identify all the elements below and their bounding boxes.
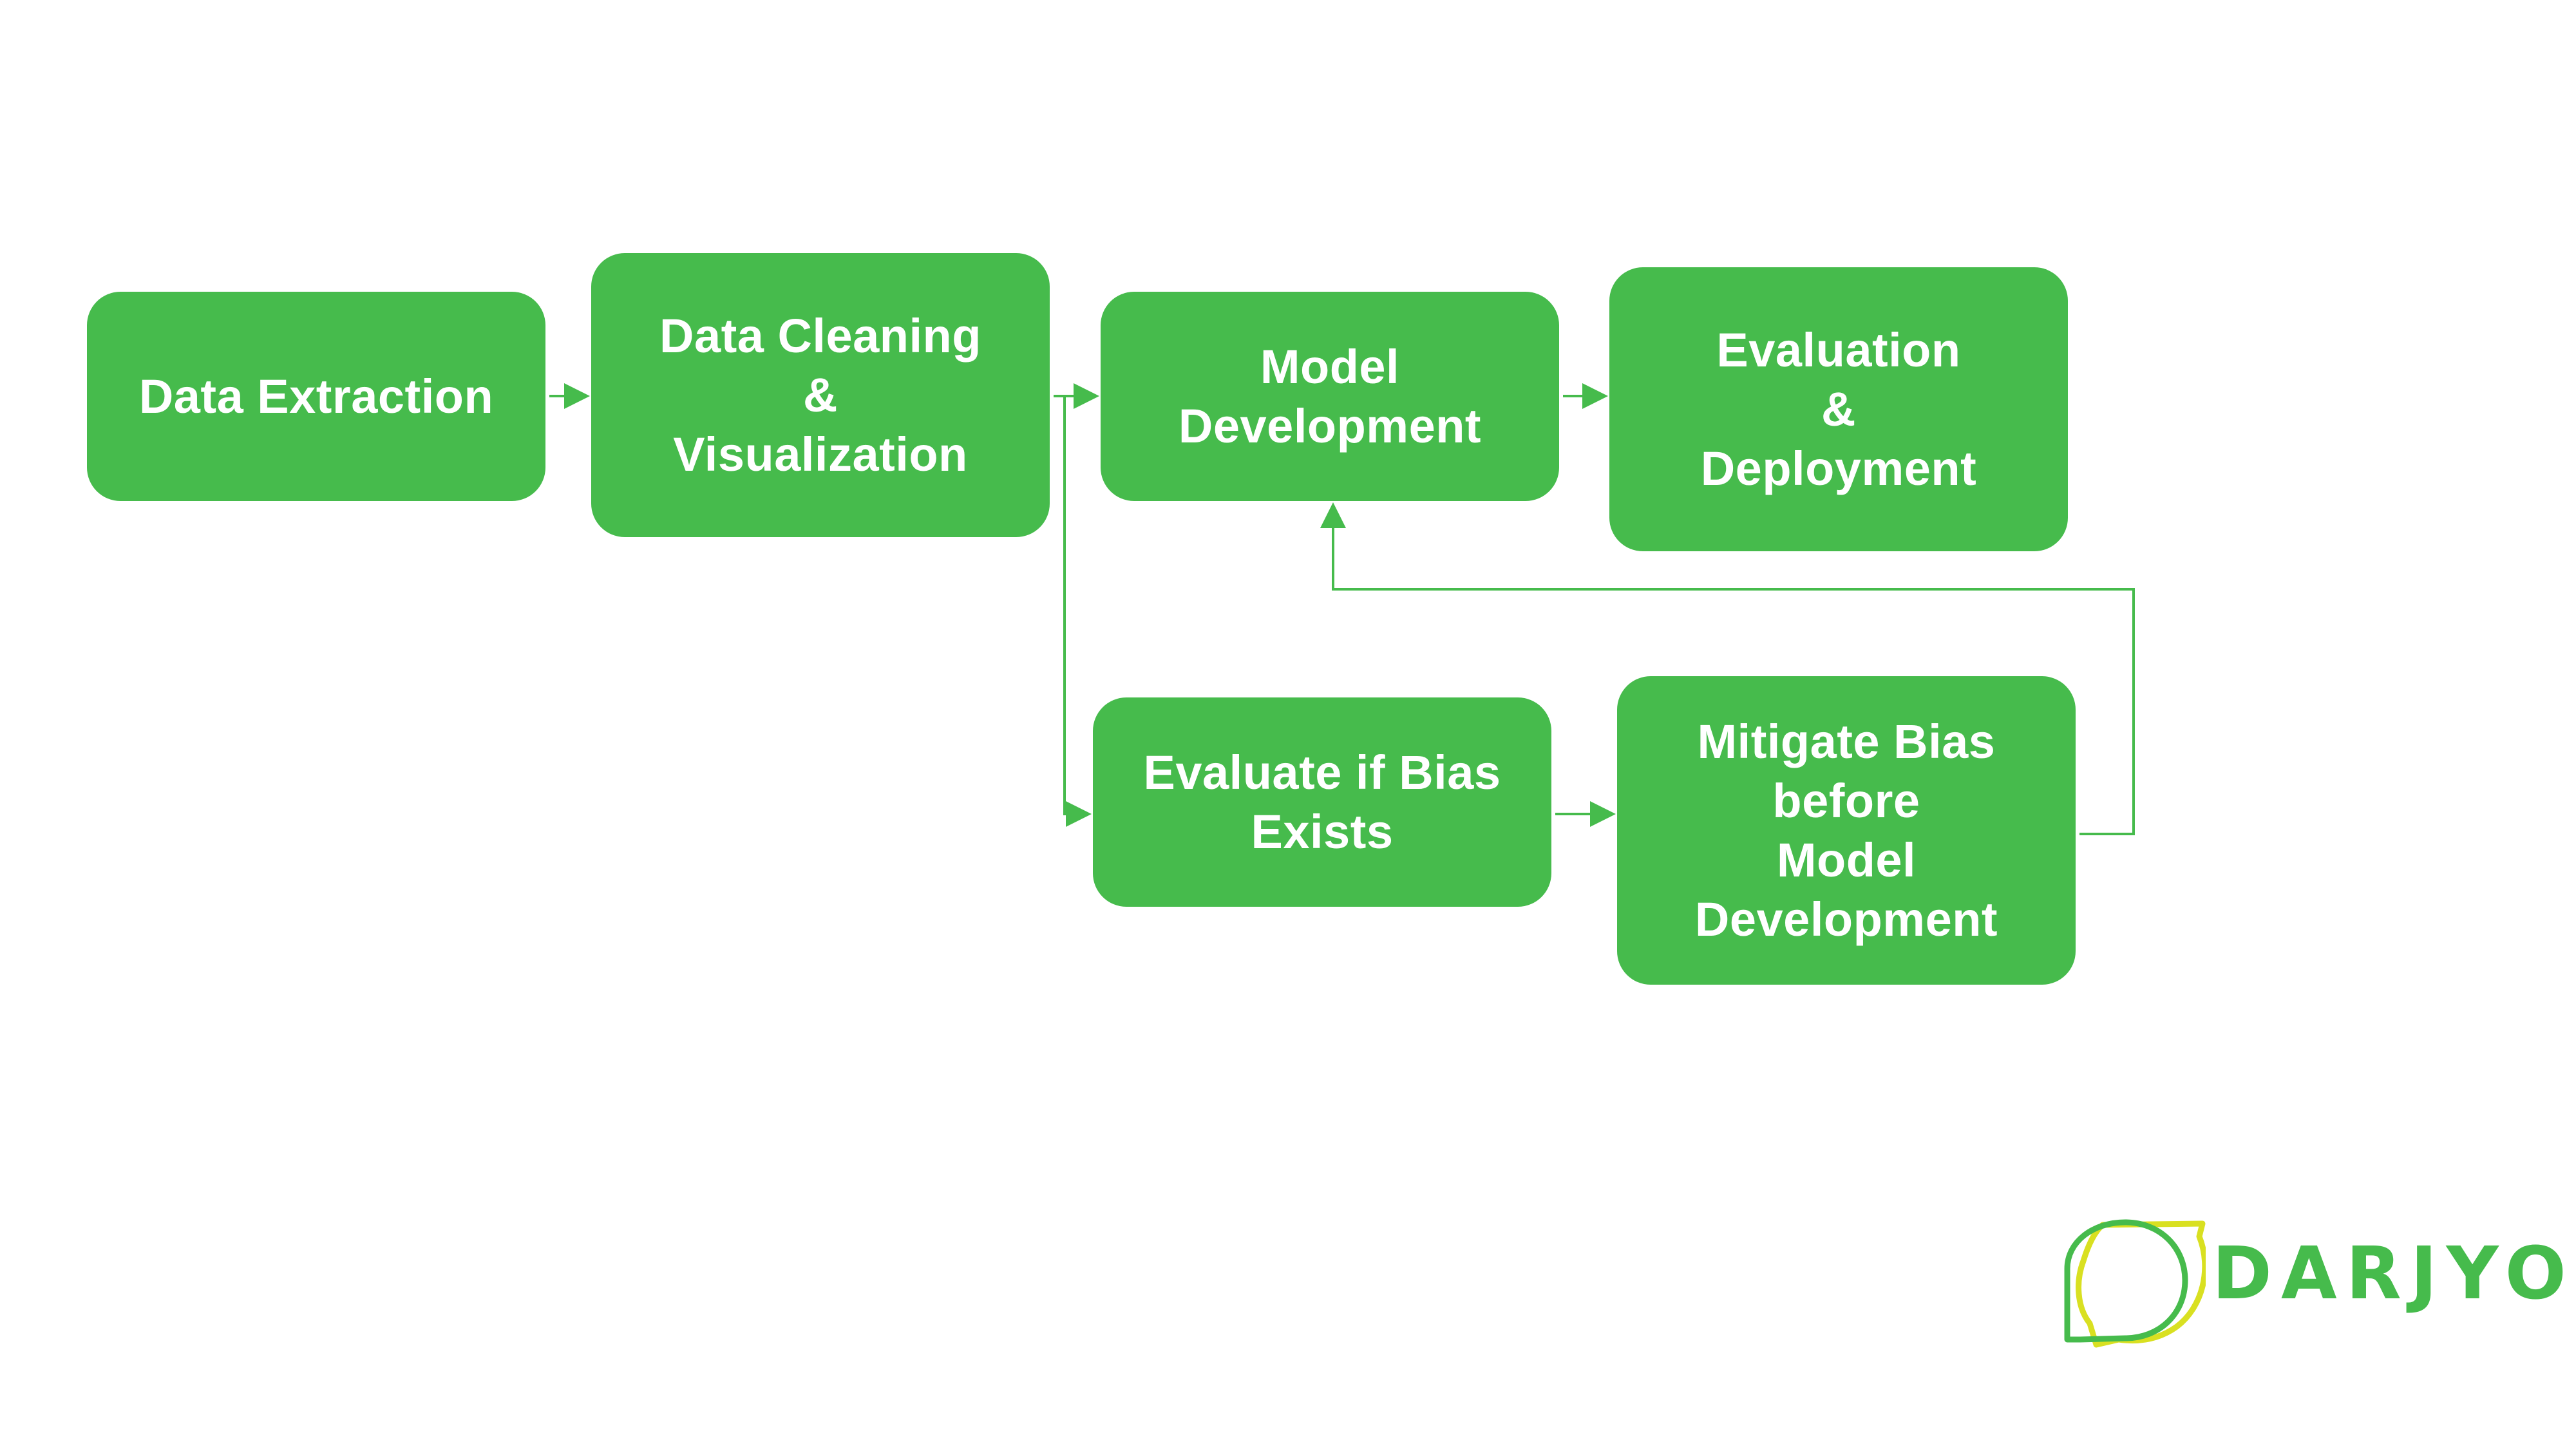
edge-cleaning-to-bias (1054, 395, 1092, 827)
node-label: Mitigate Bias before Model Development (1694, 714, 1998, 946)
node-mitigate-bias: Mitigate Bias before Model Development (1617, 676, 2076, 985)
edge-mitigate-to-model (1320, 502, 2135, 835)
node-data-cleaning: Data Cleaning & Visualization (591, 253, 1050, 537)
logo-mark-icon (2064, 1219, 2206, 1348)
node-label: Data Extraction (138, 369, 494, 423)
node-evaluate-bias: Evaluate if Bias Exists (1093, 697, 1551, 907)
node-data-extraction: Data Extraction (87, 292, 545, 501)
node-label: Evaluation & Deployment (1700, 323, 1977, 495)
logo-text: DARJYO (2212, 1232, 2575, 1316)
node-label: Model Development (1178, 339, 1482, 453)
node-evaluation-deployment: Evaluation & Deployment (1609, 267, 2068, 551)
node-label: Evaluate if Bias Exists (1143, 745, 1501, 858)
node-label: Data Cleaning & Visualization (659, 308, 981, 481)
darjyo-logo: DARJYO (2058, 1211, 2566, 1352)
node-model-development: Model Development (1101, 292, 1559, 501)
